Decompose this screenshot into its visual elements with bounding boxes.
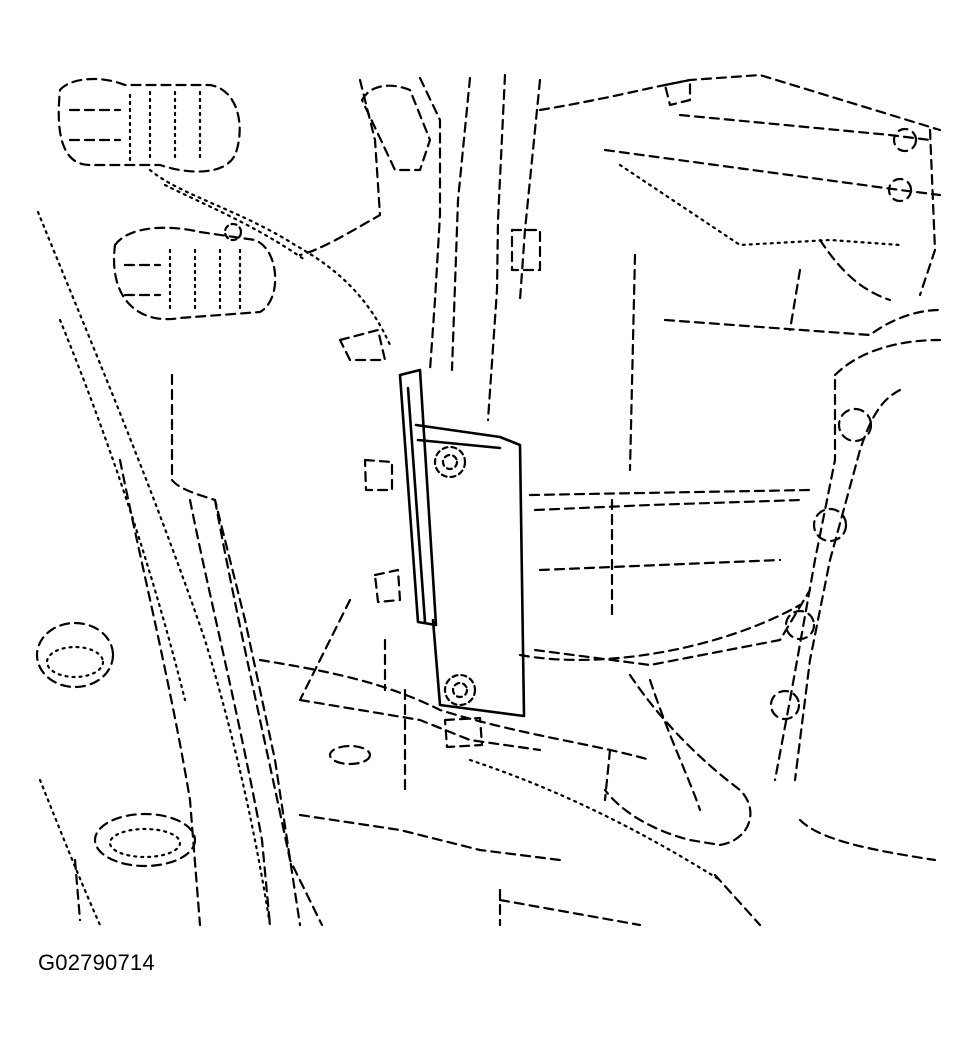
module-bracket — [398, 368, 526, 718]
vertical-frame-rails — [170, 73, 542, 927]
lower-hose-routing — [258, 638, 762, 927]
right-side-frame — [663, 308, 942, 862]
center-housing — [518, 253, 812, 667]
bolt-upper — [433, 445, 467, 479]
left-oval-openings — [35, 621, 197, 868]
mid-left-hose-connector — [112, 222, 277, 321]
left-body-contour — [36, 210, 272, 927]
bolt-lower — [443, 673, 477, 707]
upper-right-bracket — [538, 73, 942, 302]
upper-left-hose-connector — [57, 77, 392, 347]
small-connectors — [298, 228, 542, 749]
figure-id-label: G02790714 — [38, 950, 155, 975]
line-drawing-diagram — [35, 73, 942, 927]
